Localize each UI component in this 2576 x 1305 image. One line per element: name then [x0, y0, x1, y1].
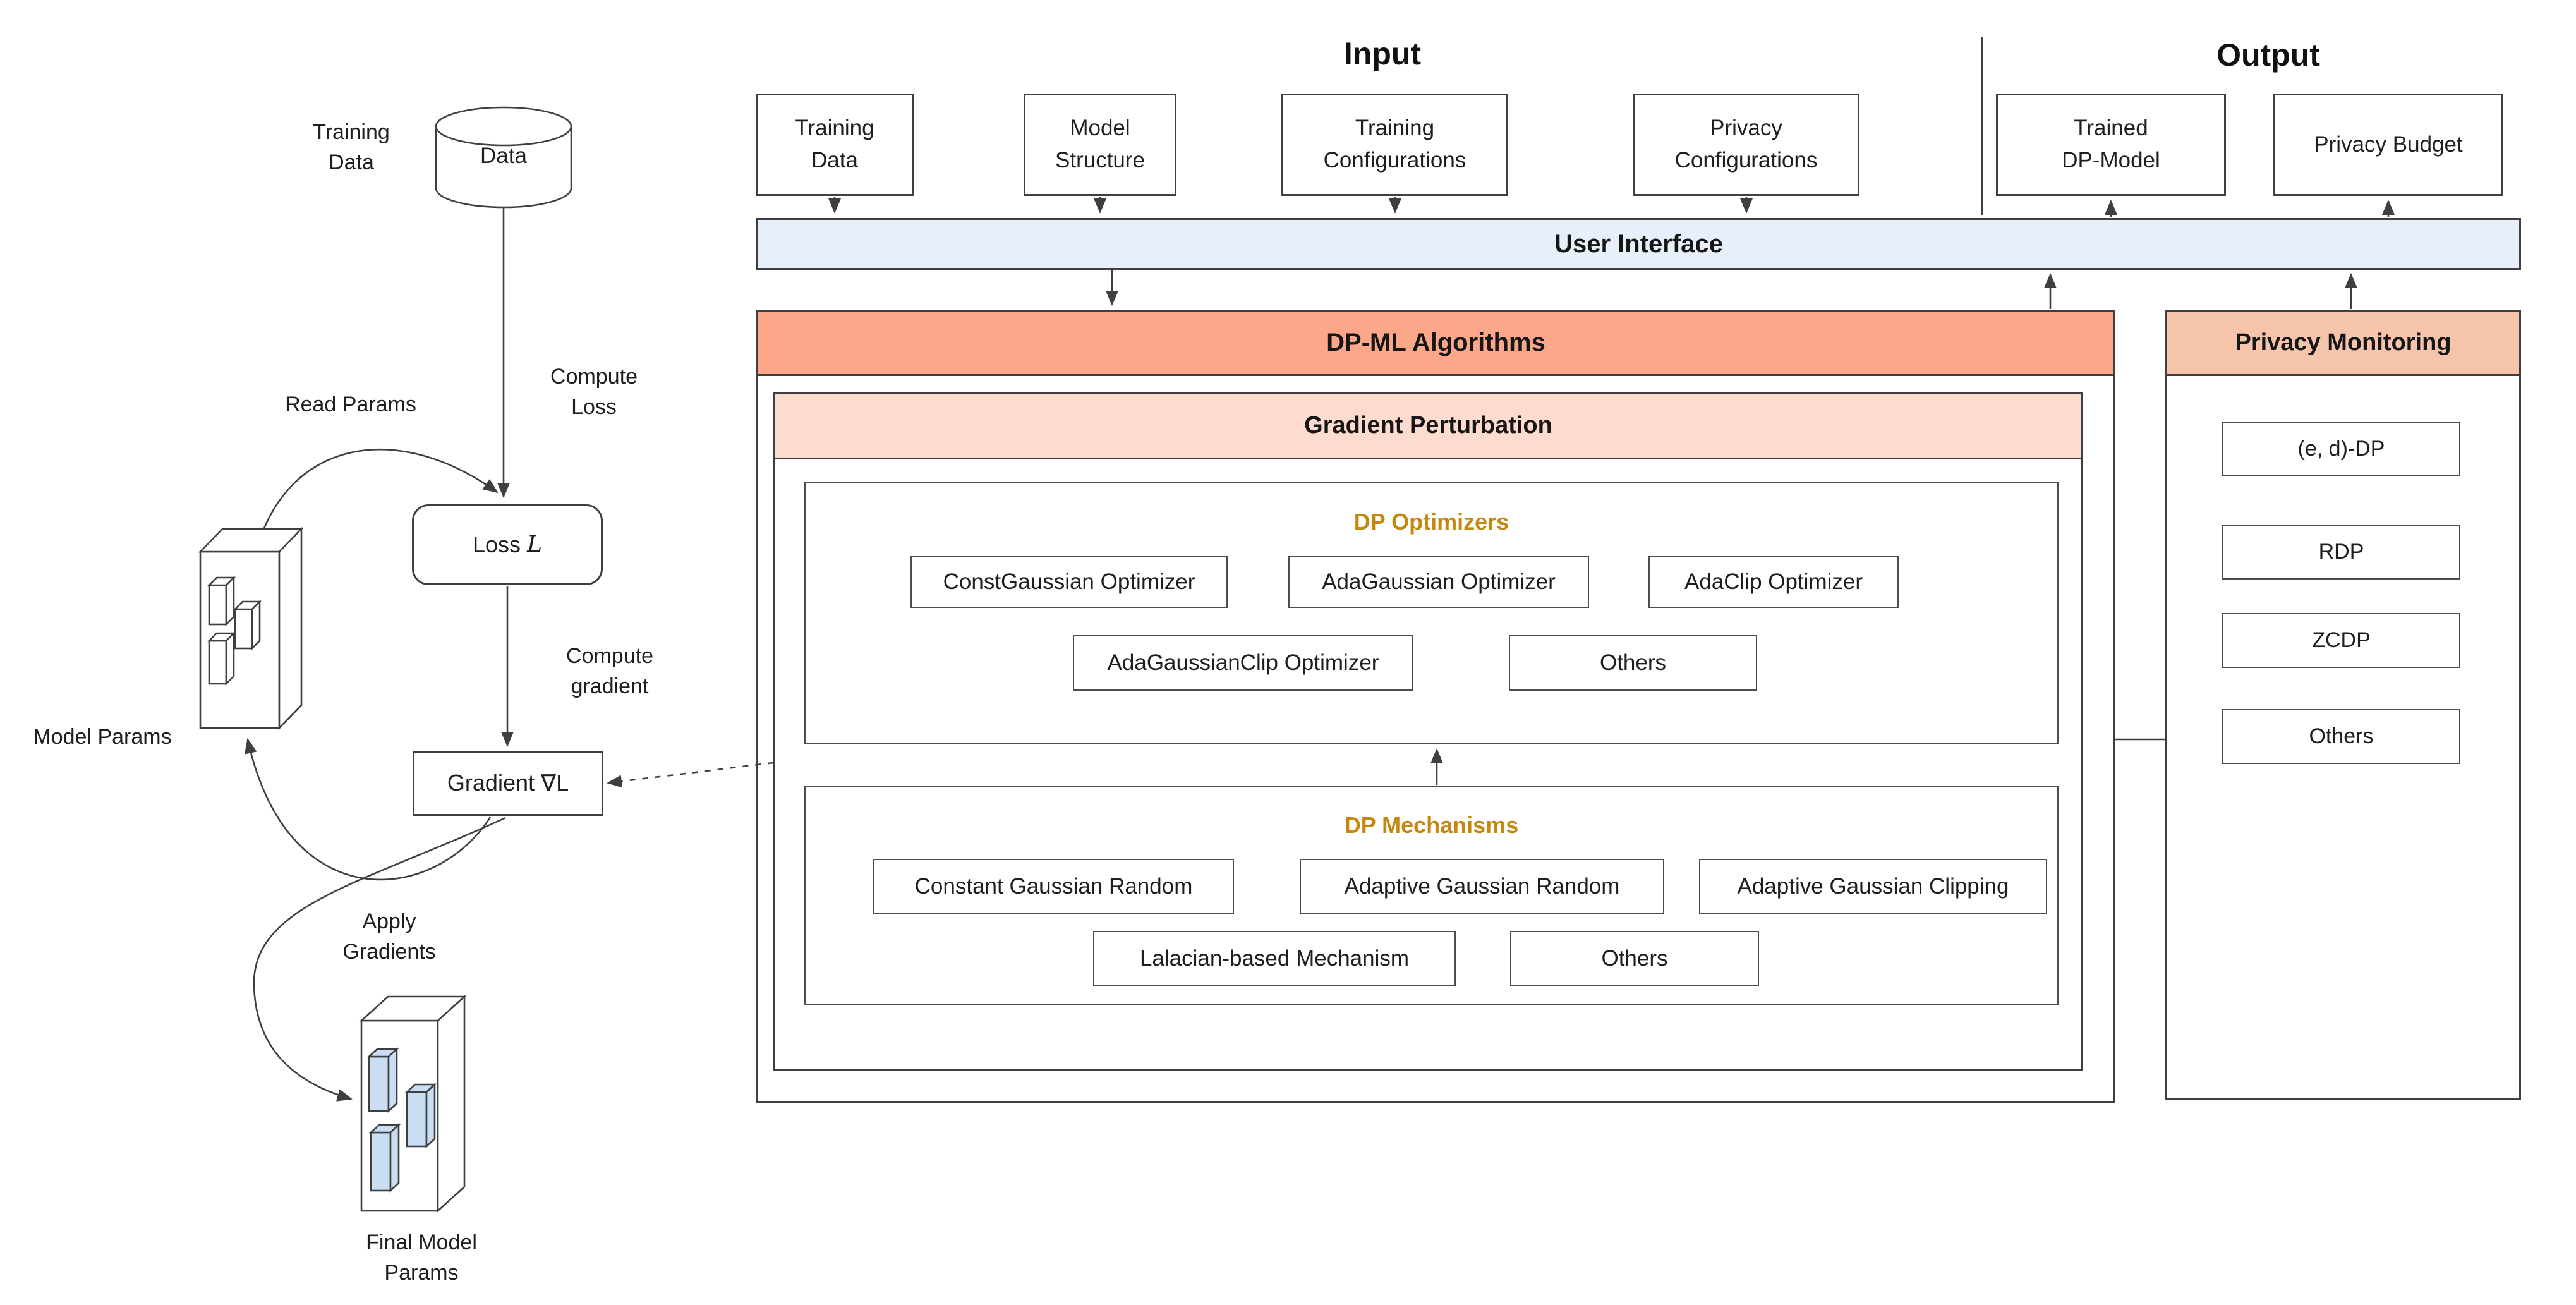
- arrow-read-params-curve: [251, 448, 499, 568]
- mechanism-box-constant-gaussian: Constant Gaussian Random: [873, 859, 1234, 914]
- dp-optimizers-container: [804, 482, 2059, 744]
- mechanism-box-adaptive-gaussian-random: Adaptive Gaussian Random: [1300, 859, 1664, 914]
- gradient-perturbation-title: Gradient Perturbation: [1304, 412, 1552, 439]
- compute-loss-label: Compute Loss: [550, 365, 638, 420]
- dpml-algorithms-title: DP-ML Algorithms: [1326, 329, 1545, 356]
- monitoring-box-ed-dp: (e, d)-DP: [2222, 422, 2460, 476]
- input-box-training-configurations: Training Configurations: [1281, 94, 1508, 196]
- output-box-trained-dp-model: Trained DP-Model: [1996, 94, 2226, 196]
- gradient-node: Gradient ∇L: [413, 751, 603, 816]
- privacy-monitoring-header: Privacy Monitoring: [2165, 310, 2521, 376]
- gradient-node-text: Gradient: [447, 770, 535, 796]
- output-title: Output: [2216, 37, 2320, 73]
- input-box-model-structure: Model Structure: [1024, 94, 1176, 196]
- model-params-icon: [198, 526, 304, 731]
- optimizer-box-adaclip: AdaClip Optimizer: [1648, 556, 1899, 608]
- loss-node: Loss L: [412, 504, 603, 585]
- dpml-algorithms-header: DP-ML Algorithms: [756, 310, 2115, 376]
- monitoring-box-others: Others: [2222, 709, 2460, 764]
- monitoring-box-zcdp: ZCDP: [2222, 613, 2460, 668]
- mechanism-box-lalacian: Lalacian-based Mechanism: [1093, 931, 1456, 986]
- input-title: Input: [1343, 36, 1422, 71]
- optimizer-box-adagaussian: AdaGaussian Optimizer: [1288, 556, 1589, 608]
- optimizer-box-adagaussianclip: AdaGaussianClip Optimizer: [1073, 635, 1413, 691]
- dp-mechanisms-container: [804, 786, 2059, 1005]
- final-model-params-icon: [359, 995, 467, 1213]
- data-cylinder-icon: [435, 106, 572, 209]
- arrow-dotted-gradient-link: [607, 762, 774, 788]
- privacy-monitoring-title: Privacy Monitoring: [2235, 329, 2452, 356]
- data-cylinder-label: Data: [480, 143, 527, 168]
- input-box-privacy-configurations: Privacy Configurations: [1633, 94, 1859, 196]
- mechanism-box-others: Others: [1510, 931, 1759, 986]
- input-box-training-data: Training Data: [756, 94, 914, 196]
- apply-gradients-label: Apply Gradients: [342, 909, 436, 964]
- dp-optimizers-title: DP Optimizers: [1353, 509, 1509, 535]
- model-params-label: Model Params: [33, 725, 172, 749]
- output-box-privacy-budget: Privacy Budget: [2273, 94, 2503, 196]
- training-data-label: Training Data: [313, 120, 390, 175]
- final-model-params-label: Final Model Params: [366, 1230, 477, 1285]
- dp-mechanisms-title: DP Mechanisms: [1344, 812, 1519, 838]
- mechanism-box-adaptive-gaussian-clipping: Adaptive Gaussian Clipping: [1699, 859, 2047, 914]
- user-interface-label: User Interface: [1554, 229, 1723, 258]
- loss-node-text: Loss: [473, 531, 521, 557]
- read-params-label: Read Params: [285, 392, 416, 416]
- gradient-perturbation-header: Gradient Perturbation: [773, 392, 2083, 459]
- arrow-apply-gradients-to-final-params: [253, 816, 506, 1102]
- loss-node-symbol: L: [527, 531, 542, 557]
- monitoring-box-rdp: RDP: [2222, 525, 2460, 580]
- compute-gradient-label: Compute gradient: [566, 644, 653, 699]
- optimizer-box-constgaussian: ConstGaussian Optimizer: [910, 556, 1228, 608]
- user-interface-bar: User Interface: [756, 218, 2521, 270]
- gradient-node-symbol: ∇L: [540, 770, 569, 796]
- optimizer-box-others: Others: [1509, 635, 1757, 691]
